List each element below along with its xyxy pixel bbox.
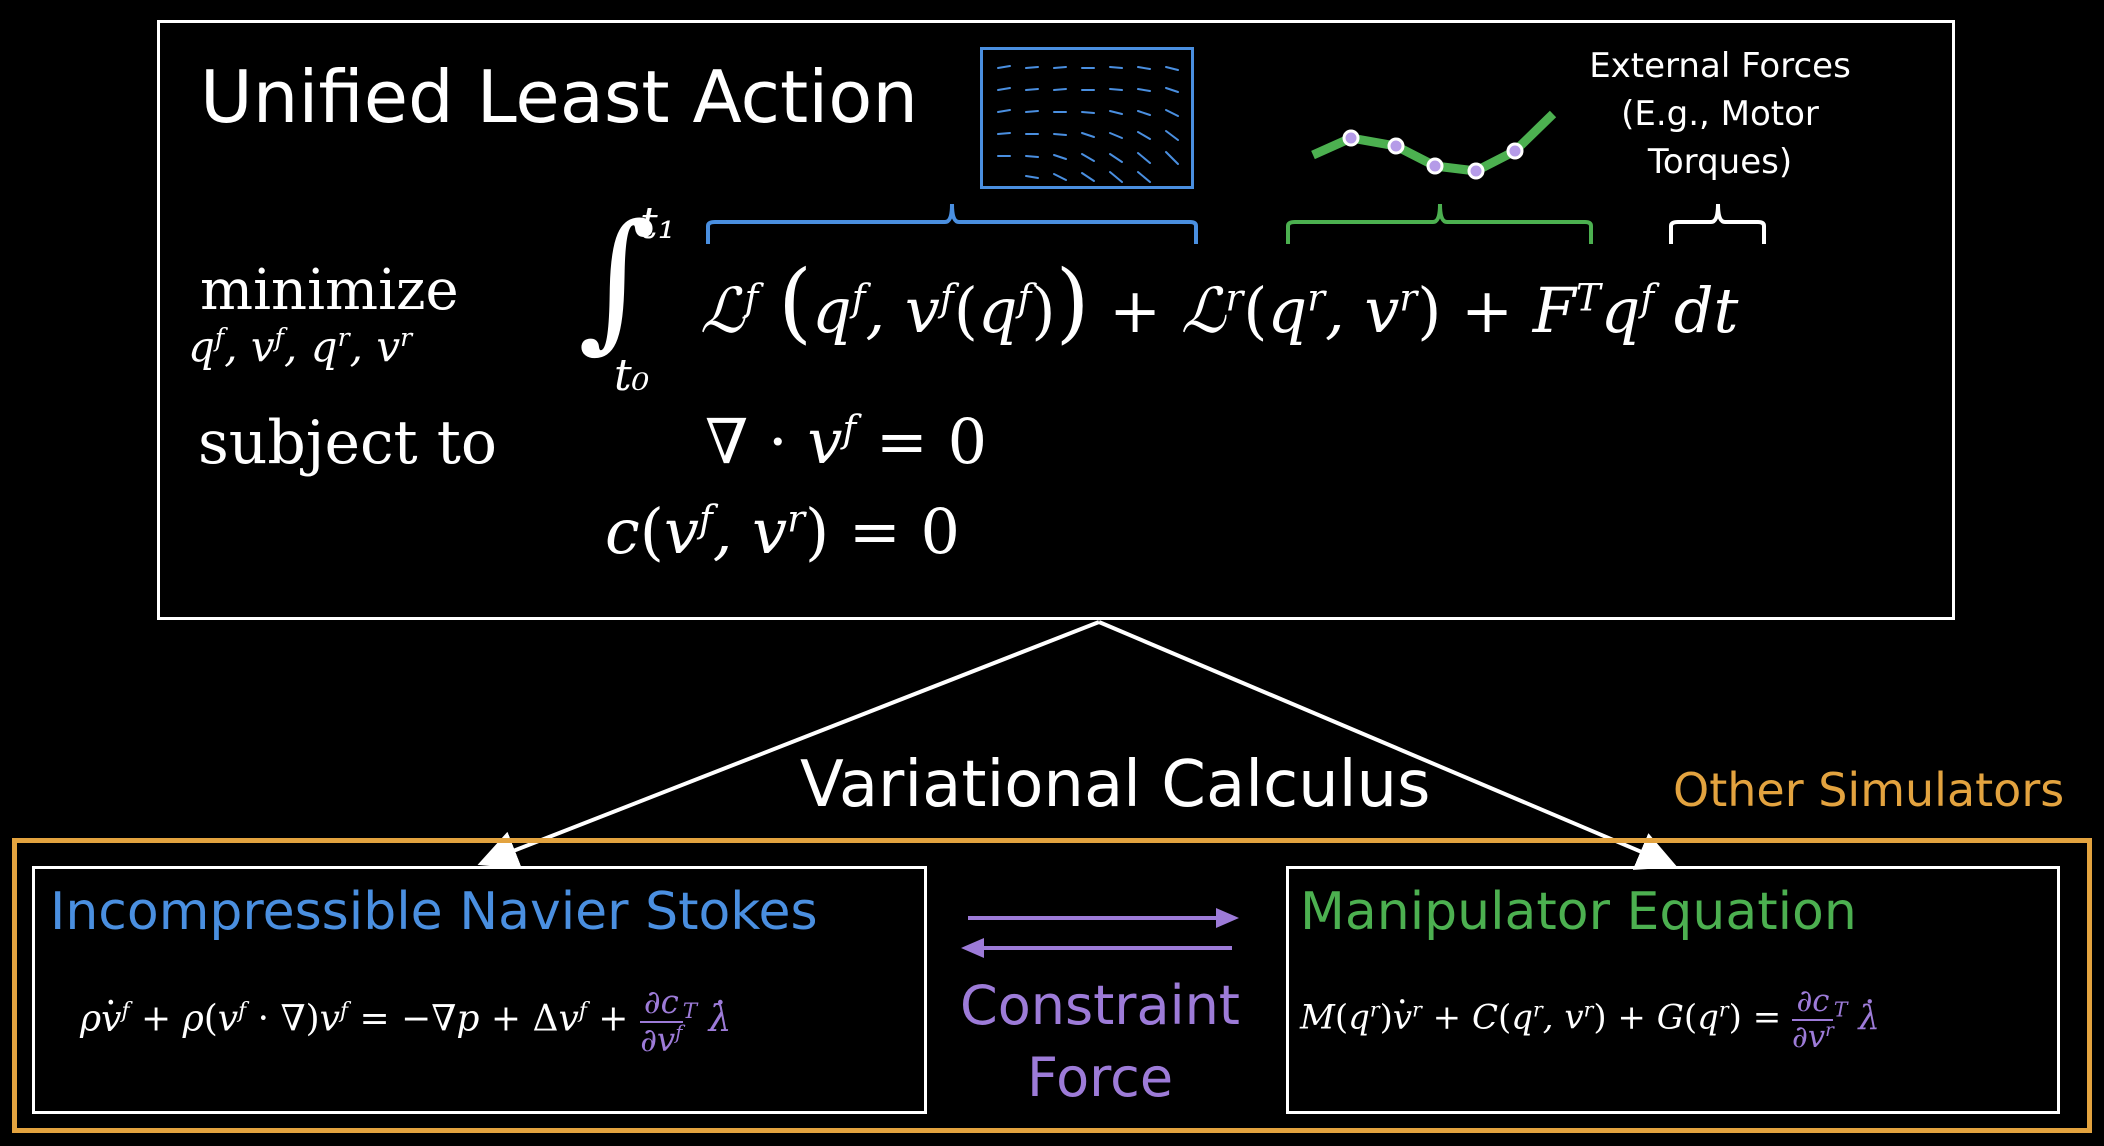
variational-calculus-label: Variational Calculus [800,748,1431,822]
other-simulators-label: Other Simulators [1673,763,2065,817]
constraint-force-label: Constraint Force [945,970,1255,1114]
minimize-variables: qf, vf, qr, vr [188,322,413,371]
objective-expression: ℒf (qf, vf(qf)) + ℒr(qr, vr) + FTqf dt [700,252,1739,353]
double-arrow-icon [961,907,1239,959]
other-simulators-frame [12,838,2092,1133]
coupling-constraint: c(vf, vr) = 0 [605,495,960,568]
constraint-force-line2: Force [1026,1046,1174,1109]
robot-lagrangian-brace [1286,203,1593,244]
subject-to-label: subject to [198,408,497,478]
fluid-lagrangian-brace [706,203,1198,244]
integral-sign: ∫ [578,193,657,367]
vector-field-icon [980,47,1194,189]
robot-chain-icon [1311,110,1557,180]
integral-upper-limit: t₁ [640,198,676,249]
fluid-lagrangian: ℒf (qf, vf(qf)) [700,252,1090,353]
constraint-force-line1: Constraint [960,974,1240,1037]
external-forces-label: External Forces (E.g., Motor Torques) [1589,46,1851,182]
minimize-label: minimize [200,258,459,323]
navier-stokes-panel [32,866,927,1114]
navier-stokes-title: Incompressible Navier Stokes [50,882,818,942]
robot-lagrangian: ℒr(qr, vr) [1180,274,1442,347]
external-force-term: FTqf dt [1532,274,1739,347]
divergence-constraint: ∇ · vf = 0 [705,405,988,478]
unified-least-action-title: Unified Least Action [200,55,918,139]
integral-lower-limit: t₀ [614,350,650,401]
external-force-brace [1669,203,1766,244]
unified-least-action-box [157,20,1955,620]
manipulator-title: Manipulator Equation [1300,882,1857,942]
manipulator-panel [1286,866,2060,1114]
